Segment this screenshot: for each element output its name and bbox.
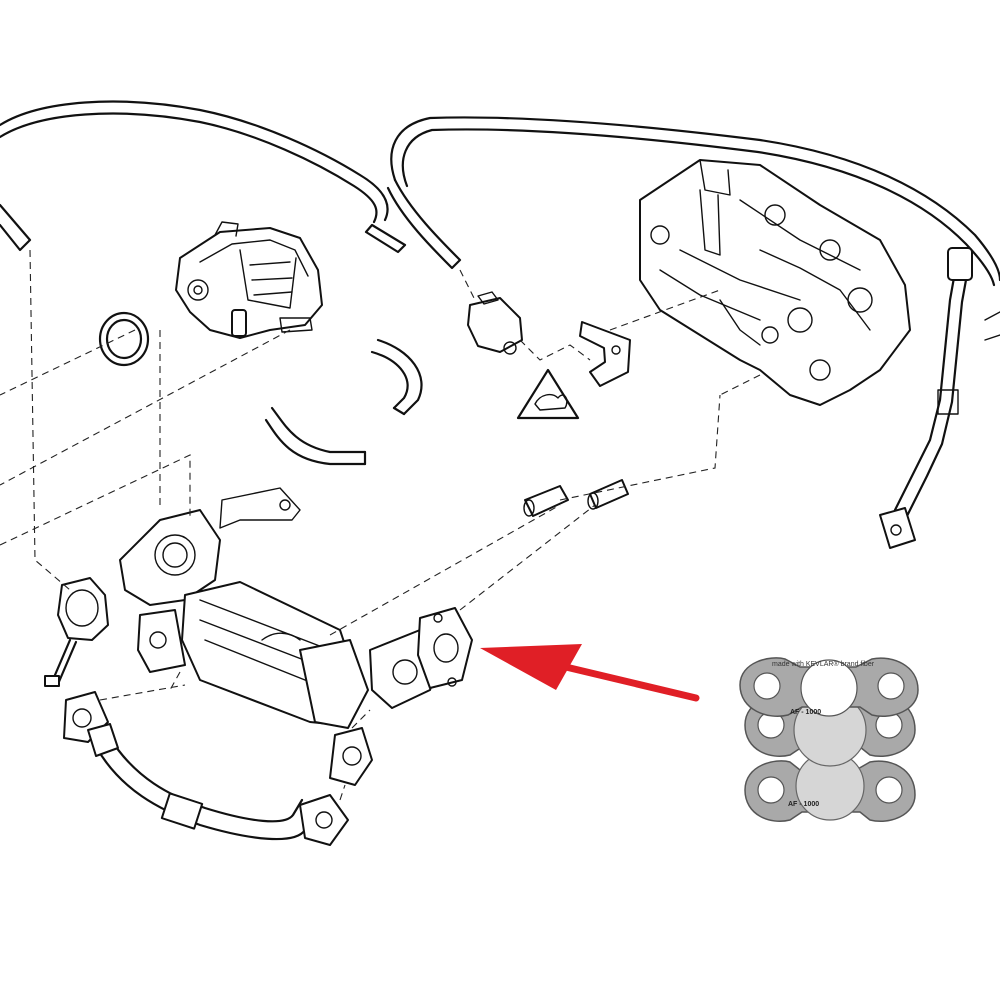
dipstick-tube (879, 247, 1000, 549)
gasket-photo: made with KEVLAR® brand fiber AF - 1000 … (739, 657, 919, 822)
gasket-code-bottom: AF - 1000 (788, 801, 819, 808)
pipe-gasket (329, 727, 373, 786)
gasket-code-top: AF - 1000 (790, 709, 821, 716)
warning-triangle-label (516, 368, 580, 420)
coolant-sleeve-2 (587, 479, 629, 510)
mounting-bracket (579, 321, 631, 387)
egr-gasket (417, 607, 473, 689)
coolant-hose-upper (370, 338, 423, 416)
egr-pipe (63, 691, 349, 846)
solenoid-sensor (467, 291, 523, 355)
coolant-hose-lower (264, 406, 367, 466)
assembly-leader-lines (0, 249, 761, 801)
gasket-brand-text: made with KEVLAR® brand fiber (772, 660, 875, 668)
egr-actuator (44, 577, 109, 687)
egr-valve (175, 221, 323, 339)
coolant-sleeve-1 (523, 485, 569, 517)
vacuum-hose-right (386, 116, 1000, 287)
vacuum-hose-left (0, 100, 407, 254)
o-ring-seal (98, 311, 150, 367)
highlight-arrow (480, 644, 700, 702)
engine-cylinder-head (639, 159, 911, 406)
egr-cooler (119, 487, 441, 729)
